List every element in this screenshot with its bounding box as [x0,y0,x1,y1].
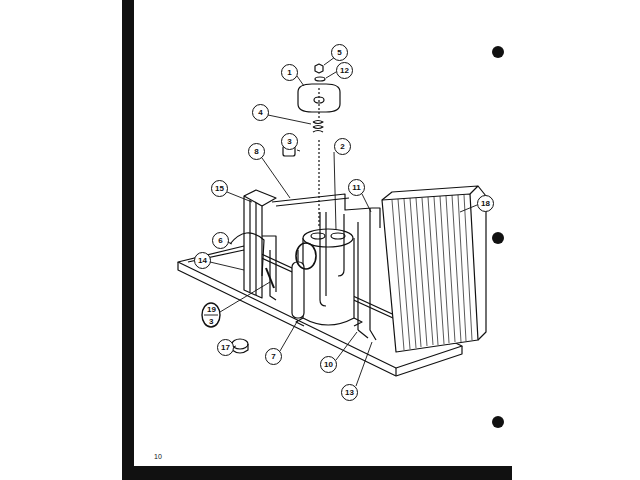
callout-number: 10 [320,356,337,373]
callout-number: 1 [281,64,298,81]
callout-number: 7 [265,348,282,365]
callout-number: 2 [334,138,351,155]
callout-number: 4 [252,104,269,121]
callout-number: 12 [336,62,353,79]
callout-number: 3 [281,133,298,150]
callout-number: 15 [211,180,228,197]
callout-number: 13 [341,384,358,401]
callout-number: 19 [207,305,216,314]
callout-number: 6 [212,232,229,249]
callout-number: 8 [248,143,265,160]
callout-number: 18 [477,195,494,212]
page-number: 10 [154,453,162,460]
callout-number: 11 [348,179,365,196]
callout-number: 17 [217,339,234,356]
callout-number: 14 [194,252,211,269]
callout-number: 3 [209,317,213,326]
callout-number: 5 [331,44,348,61]
